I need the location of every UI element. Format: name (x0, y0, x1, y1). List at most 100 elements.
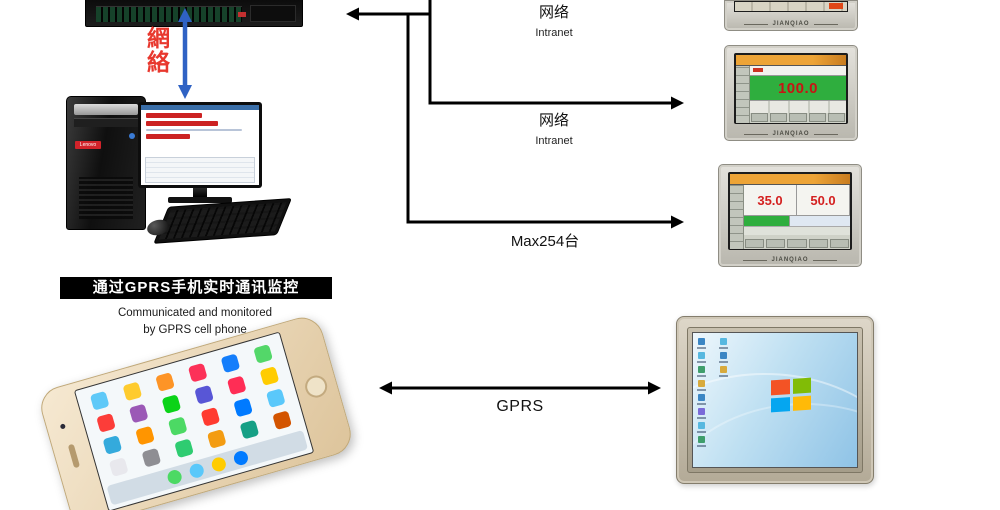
app-icon (194, 384, 214, 405)
controller-3-sub-row (744, 226, 850, 235)
monitor-neck (193, 188, 207, 197)
banner-subtitle-line2: by GPRS cell phone (143, 323, 247, 336)
drive-bay (74, 118, 138, 127)
app-icon (135, 425, 155, 446)
intranet-label-mid-zh: 网络 (538, 112, 569, 129)
switch-link-line (353, 0, 432, 16)
home-button-icon (302, 372, 330, 401)
app-icon (95, 412, 116, 433)
app-icon (141, 447, 162, 468)
app-icon (226, 375, 247, 395)
windows-pane-yellow (792, 395, 811, 411)
app-icon (102, 434, 123, 455)
dock-icon (187, 462, 205, 480)
network-vertical-label: 網絡 (147, 25, 170, 76)
app-icon (265, 387, 286, 408)
desktop-icon (698, 436, 705, 443)
monitor-frame (138, 102, 262, 188)
controller-2-side-buttons (736, 66, 750, 123)
controller-3-right-cell: 50.0 (797, 185, 850, 215)
ethernet-switch (85, 0, 303, 27)
screen-text-line (146, 129, 242, 131)
controller-3-right-value: 50.0 (810, 192, 836, 208)
app-icon (155, 371, 175, 392)
arrowhead-blue-down-icon (178, 85, 192, 99)
screen-swoosh (693, 373, 857, 467)
app-icon (259, 365, 280, 386)
controller-3-left-cell: 35.0 (744, 185, 797, 215)
desktop-icon (698, 338, 705, 345)
screen-text-line (146, 121, 218, 126)
controller-3-value-cells: 35.0 50.0 (744, 185, 850, 215)
controller-2-brand: JIANQIAO (725, 131, 857, 137)
arrowhead-right-icon-2 (671, 215, 684, 229)
controller-3-left-value: 35.0 (757, 192, 783, 208)
windows-pane-green (792, 377, 811, 394)
brand-badge: Lenovo (75, 141, 101, 149)
windows-logo-icon (771, 377, 811, 413)
keyboard (153, 198, 292, 244)
arrowhead-gprs-left-icon (379, 381, 392, 395)
desktop-icon (698, 394, 705, 401)
controller-3-brand: JIANQIAO (719, 257, 861, 263)
intranet-label-top-zh: 网络 (538, 4, 569, 21)
desktop-icon (720, 352, 727, 359)
earpiece-icon (67, 443, 81, 469)
controller-2-buttons (751, 113, 846, 122)
app-icon (253, 343, 273, 364)
app-icon (233, 397, 253, 417)
windows-pane-red (771, 379, 790, 395)
controller-2: 100.0 JIANQIAO (724, 45, 858, 141)
app-icon (220, 352, 241, 373)
smartphone-body (36, 312, 356, 510)
max-devices-label: Max254台 (510, 233, 580, 250)
controller-2-screen: 100.0 (734, 53, 848, 124)
controller-3: 35.0 50.0 JIANQIAO (718, 164, 862, 267)
controller-3-side-buttons (730, 185, 744, 249)
app-icon (161, 393, 182, 414)
app-titlebar (141, 105, 259, 110)
app-icon (239, 419, 260, 440)
app-icon (272, 409, 292, 430)
dock-icon (165, 468, 183, 486)
dock-icon (231, 449, 250, 467)
switch-ports (96, 6, 242, 22)
controller-2-value: 100.0 (777, 79, 819, 97)
controller-2-process-bar: 100.0 (750, 76, 846, 100)
app-icon (167, 415, 188, 436)
desktop-icon (698, 422, 705, 429)
controller-2-status-row (750, 66, 846, 76)
switch-led-icon (238, 12, 246, 17)
controller-3-bars (744, 215, 850, 226)
touch-panel-bezel (687, 327, 863, 473)
intranet-label-top-en: Intranet (535, 27, 573, 39)
screen-text-line (146, 113, 202, 118)
desktop-icon (720, 366, 727, 373)
desktop-icon (698, 408, 705, 415)
monitor-base (168, 197, 232, 203)
desktop-icon (698, 366, 705, 373)
smartphone-screen (73, 331, 315, 510)
intranet-label-mid-en: Intranet (535, 135, 573, 147)
panel-icons-col2 (720, 338, 727, 373)
smartphone (36, 312, 356, 510)
banner-subtitle-line1: Communicated and monitored (117, 307, 273, 319)
app-icon (187, 362, 208, 383)
intranet-label-mid: 网络 Intranet (502, 109, 606, 147)
controller-1-screen-bottom (734, 1, 848, 12)
app-icon (108, 456, 129, 477)
controller-3-screen: 35.0 50.0 (728, 172, 852, 250)
screen-text-line (146, 134, 190, 139)
intranet-label-top: 网络 Intranet (502, 1, 606, 39)
controller-3-light-bar (788, 216, 850, 226)
gprs-label: GPRS (496, 398, 544, 415)
banner-subtitle: Communicated and monitored by GPRS cell … (73, 305, 317, 338)
app-icon (200, 406, 221, 427)
controller-3-green-bar (744, 216, 789, 226)
camera-icon (59, 423, 66, 430)
controller-1-status-badge (829, 3, 843, 9)
optical-drive-bay (74, 104, 138, 115)
panel-icons-col1 (698, 338, 705, 443)
monitor-screen (141, 105, 259, 185)
app-icon (128, 403, 149, 423)
